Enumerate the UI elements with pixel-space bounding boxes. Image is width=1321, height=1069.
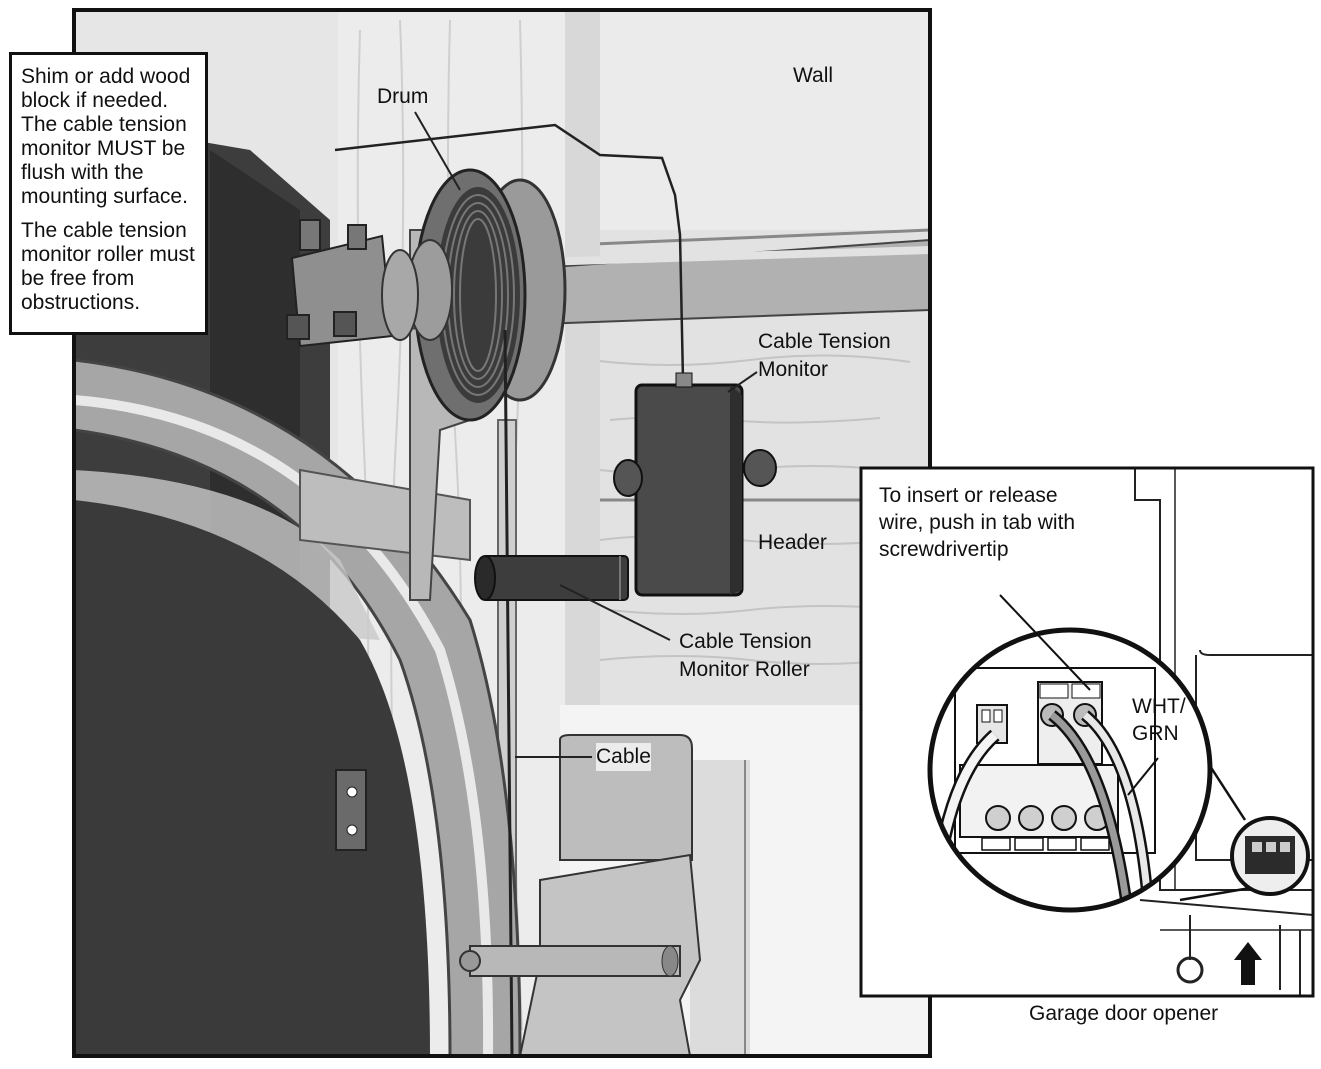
opener-inset [859, 466, 1315, 998]
wht-grn-label: WHT/ GRN [1132, 695, 1186, 745]
garage-door-opener-caption: Garage door opener [1029, 1002, 1219, 1025]
shim-note: Shim or add wood block if needed. The ca… [21, 65, 191, 208]
drum-label: Drum [377, 85, 429, 108]
monitor-roller [474, 555, 629, 601]
shim-note-box: Shim or add wood block if needed. The ca… [9, 52, 208, 335]
header-label: Header [758, 531, 827, 554]
insert-wire-note: To insert or release wire, push in tab w… [879, 484, 1076, 561]
roller-note: The cable tension monitor roller must be… [21, 219, 195, 314]
bottom-bracket [459, 734, 702, 1056]
up-arrow-icon [1234, 942, 1262, 985]
wall-label: Wall [793, 64, 834, 87]
lift-cable [503, 329, 514, 1056]
cable-tension-monitor-roller-label: Cable Tension Monitor Roller [679, 630, 812, 681]
drum [407, 168, 527, 422]
inset-frame [859, 466, 1315, 998]
cable-tension-monitor-label: Cable Tension Monitor [758, 330, 891, 381]
main-scene [74, 10, 930, 1056]
magnifier-circle [927, 627, 1213, 913]
winding-collar [286, 219, 419, 348]
cable-label: Cable [596, 743, 651, 771]
cable-tension-monitor [613, 372, 777, 597]
